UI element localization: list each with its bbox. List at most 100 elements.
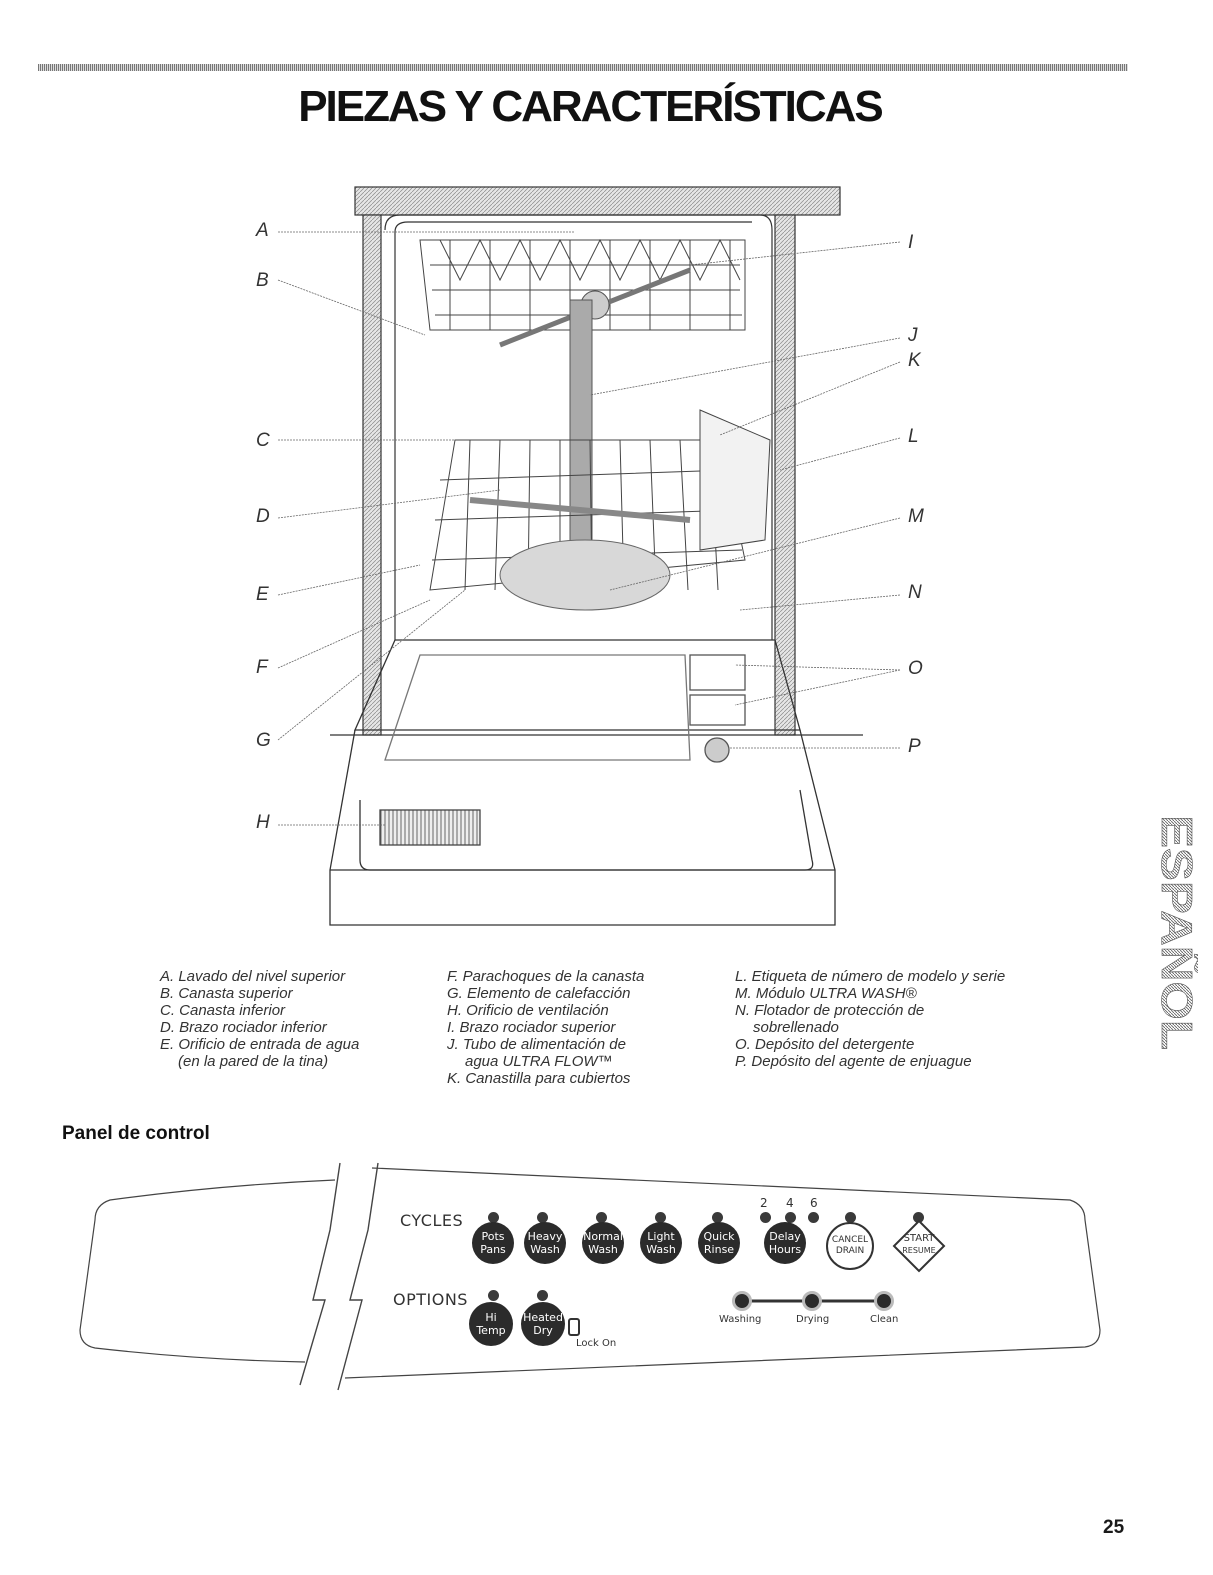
cabinet — [330, 186, 863, 736]
legend-item: sobrellenado — [753, 1019, 839, 1036]
button-label: Rinse — [703, 1243, 735, 1256]
delay-hour-6: 6 — [810, 1196, 818, 1210]
button-label: RESUME — [902, 1246, 936, 1255]
button-label: START — [903, 1233, 935, 1244]
delay-hour-2: 2 — [760, 1196, 768, 1210]
legend-column-2: F. Parachoques de la canasta G. Elemento… — [447, 968, 644, 1087]
legend-item: E. Orificio de entrada de agua — [160, 1036, 360, 1053]
light-wash-button[interactable]: Light Wash — [640, 1222, 682, 1264]
options-label: OPTIONS — [393, 1290, 468, 1309]
cycles-label: CYCLES — [400, 1211, 464, 1230]
start-led — [913, 1212, 924, 1223]
delay-hours-button[interactable]: Delay Hours — [764, 1222, 806, 1264]
callout-a: A — [256, 220, 269, 241]
legend-item: B. Canasta superior — [160, 985, 293, 1002]
top-rule — [38, 64, 1128, 71]
button-label: Wash — [646, 1243, 676, 1256]
rinse-aid-dispenser — [704, 737, 730, 763]
callout-f: F — [256, 657, 268, 678]
legend-item: J. Tubo de alimentación de — [447, 1036, 626, 1053]
upper-rack — [419, 238, 746, 348]
callout-n: N — [908, 582, 922, 603]
callout-j: J — [908, 325, 918, 346]
hi-temp-button[interactable]: Hi Temp — [469, 1302, 513, 1346]
diamond-icon — [892, 1219, 946, 1273]
delay-led-2 — [760, 1212, 771, 1223]
cycle-led — [537, 1212, 548, 1223]
button-label: Heated — [523, 1311, 563, 1324]
callout-k: K — [908, 350, 921, 371]
button-label: Hours — [768, 1243, 802, 1256]
callout-c: C — [256, 430, 270, 451]
drying-indicator — [802, 1291, 822, 1311]
clean-label: Clean — [870, 1314, 899, 1325]
legend-item: M. Módulo ULTRA WASH® — [735, 985, 917, 1002]
side-language-text: ESPAÑOL — [1152, 815, 1198, 1050]
button-label: Heavy — [527, 1230, 563, 1243]
legend-item: C. Canasta inferior — [160, 1002, 286, 1019]
option-led — [488, 1290, 499, 1301]
callout-i: I — [908, 232, 914, 253]
legend-item: O. Depósito del detergente — [735, 1036, 915, 1053]
option-led — [537, 1290, 548, 1301]
heated-dry-button[interactable]: Heated Dry — [521, 1302, 565, 1346]
lock-icon[interactable] — [568, 1318, 580, 1336]
legend-item: A. Lavado del nivel superior — [160, 968, 346, 985]
button-label: CANCEL — [831, 1235, 869, 1245]
cycle-led — [596, 1212, 607, 1223]
legend-item: I. Brazo rociador superior — [447, 1019, 616, 1036]
heavy-wash-button[interactable]: Heavy Wash — [524, 1222, 566, 1264]
button-label: Pans — [480, 1243, 506, 1256]
pots-pans-button[interactable]: Pots Pans — [472, 1222, 514, 1264]
washing-label: Washing — [719, 1314, 762, 1325]
cancel-led — [845, 1212, 856, 1223]
cycle-led — [655, 1212, 666, 1223]
leader-lines — [277, 231, 901, 826]
legend-item: (en la pared de la tina) — [178, 1053, 329, 1070]
legend-item: F. Parachoques de la canasta — [447, 968, 645, 985]
callout-m: M — [908, 506, 924, 527]
callout-l: L — [908, 426, 919, 447]
legend-item: agua ULTRA FLOW™ — [465, 1053, 613, 1070]
detergent-dispenser — [689, 654, 746, 691]
callout-h: H — [256, 812, 270, 833]
left-wall — [362, 214, 382, 736]
side-language-tab: ESPAÑOL — [1152, 815, 1198, 1050]
delay-hour-4: 4 — [786, 1196, 794, 1210]
legend-column-1: A. Lavado del nivel superior B. Canasta … — [160, 968, 359, 1070]
legend-item: P. Depósito del agente de enjuague — [735, 1053, 972, 1070]
legend-item: L. Etiqueta de número de modelo y serie — [735, 968, 1006, 985]
cycle-led — [488, 1212, 499, 1223]
right-wall — [774, 214, 796, 736]
button-label: Dry — [533, 1324, 553, 1337]
vent — [379, 809, 481, 846]
button-label: Pots — [481, 1230, 505, 1243]
callout-e: E — [256, 584, 269, 605]
legend-item: D. Brazo rociador inferior — [160, 1019, 327, 1036]
countertop-strip — [354, 186, 841, 216]
delay-led-4 — [785, 1212, 796, 1223]
cancel-drain-button[interactable]: CANCEL DRAIN — [826, 1222, 874, 1270]
delay-led-6 — [808, 1212, 819, 1223]
button-label: Wash — [530, 1243, 560, 1256]
button-label: Temp — [476, 1324, 506, 1337]
start-resume-button[interactable]: START RESUME — [891, 1218, 947, 1274]
washing-indicator — [732, 1291, 752, 1311]
button-label: Normal — [583, 1230, 623, 1243]
silverware-basket — [699, 409, 771, 551]
legend-item: H. Orificio de ventilación — [447, 1002, 609, 1019]
drying-label: Drying — [796, 1314, 830, 1325]
normal-wash-button[interactable]: Normal Wash — [582, 1222, 624, 1264]
button-label: Hi — [485, 1311, 497, 1324]
quick-rinse-button[interactable]: Quick Rinse — [698, 1222, 740, 1264]
button-label: Wash — [588, 1243, 618, 1256]
legend-item: N. Flotador de protección de — [735, 1002, 925, 1019]
legend-item: G. Elemento de calefacción — [447, 985, 631, 1002]
legend-column-3: L. Etiqueta de número de modelo y serie … — [735, 968, 1005, 1070]
control-panel-title: Panel de control — [62, 1123, 210, 1144]
page-title: PIEZAS Y CARACTERÍSTICAS — [298, 82, 884, 131]
button-label: DRAIN — [835, 1246, 865, 1256]
legend-item: K. Canastilla para cubiertos — [447, 1070, 631, 1087]
spray-arm-base — [499, 539, 671, 611]
lock-on-label: Lock On — [576, 1338, 617, 1349]
